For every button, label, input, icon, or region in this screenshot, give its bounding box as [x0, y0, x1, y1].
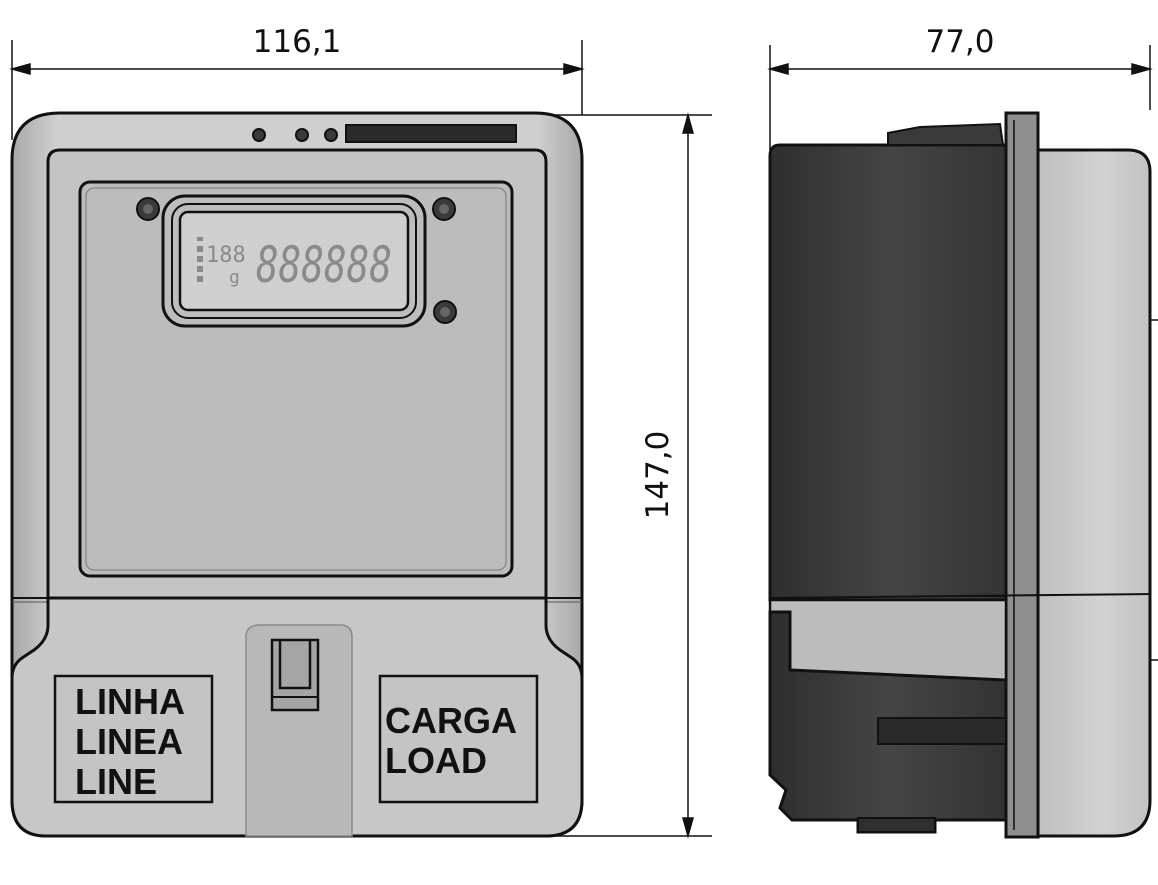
- dimension-depth-side: [767, 45, 1153, 150]
- lcd-screen: [178, 210, 410, 312]
- front-view: 188 g 888888 LINHA LINEA LINE CARGA LOAD: [10, 111, 584, 838]
- line-label-line: LINE: [75, 761, 157, 802]
- dimension-width-front: [9, 40, 585, 140]
- seal-clip: [270, 638, 320, 712]
- lcd-indicator-column: [197, 237, 203, 282]
- depth-dimension-label: 77,0: [925, 24, 994, 60]
- width-dimension-label: 116,1: [253, 24, 342, 60]
- indicator-led-2: [295, 128, 309, 142]
- height-dimension-label: 147,0: [640, 431, 676, 520]
- lcd-main-digits: 888888: [256, 236, 392, 294]
- side-view: [768, 111, 1158, 839]
- side-front-flange: [1004, 111, 1040, 839]
- side-top-clip: [887, 122, 1005, 146]
- side-terminal-light: [768, 598, 1008, 682]
- line-label-linha: LINHA: [75, 681, 185, 722]
- load-label-box: [378, 674, 539, 804]
- lcd-small-digits: 188: [206, 243, 246, 268]
- lcd-unit-glyph: g: [229, 267, 240, 288]
- indicator-led-3: [324, 128, 338, 142]
- load-label-load: LOAD: [385, 740, 487, 781]
- load-label-carga: CARGA: [385, 700, 517, 741]
- side-cable-slot: [877, 717, 1007, 745]
- side-base-dark: [768, 143, 1014, 602]
- dimension-height: [540, 112, 712, 839]
- optical-port-slot: [345, 124, 517, 143]
- line-label-linea: LINEA: [75, 721, 183, 762]
- indicator-led-1: [252, 128, 266, 142]
- line-label-box: [53, 674, 214, 804]
- side-cover-light: [1028, 148, 1152, 838]
